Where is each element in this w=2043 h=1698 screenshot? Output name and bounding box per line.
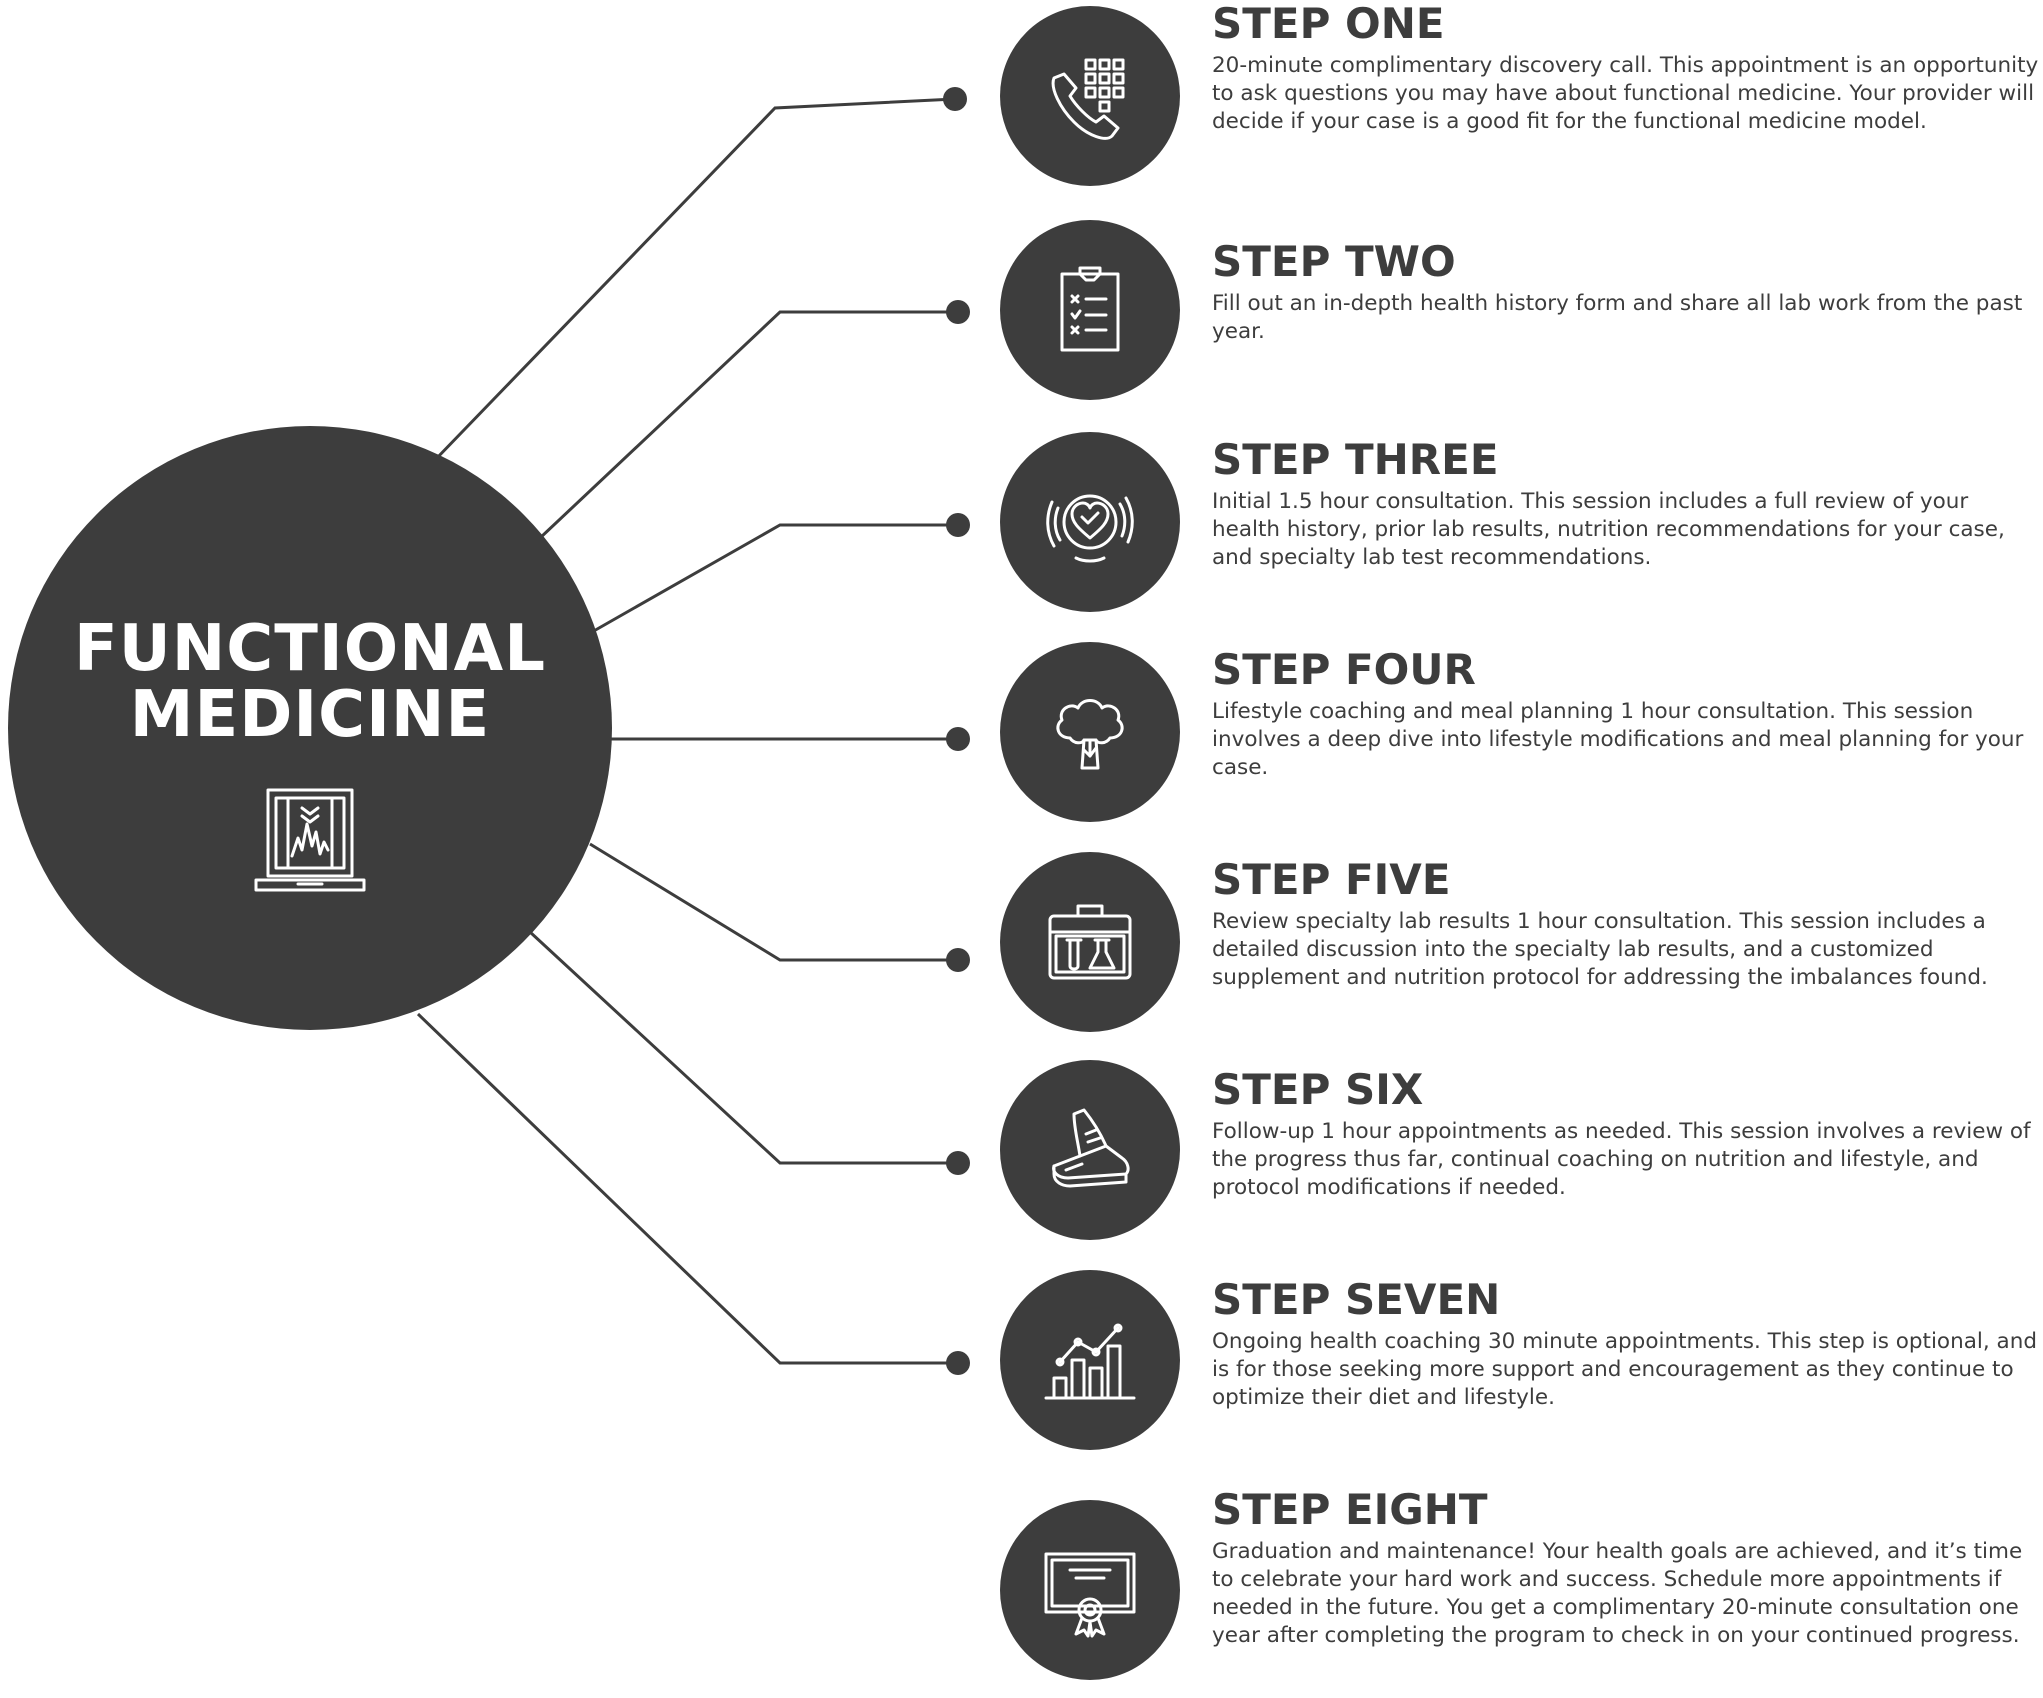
connector-step-one xyxy=(433,97,956,462)
broccoli-icon xyxy=(1056,699,1124,770)
step-five-title: STEP FIVE xyxy=(1212,855,1451,904)
connector-dot-six xyxy=(946,1151,970,1175)
step-seven-text: STEP SEVEN Ongoing health coaching 30 mi… xyxy=(1212,1276,2042,1412)
lab-kit-icon xyxy=(1048,904,1132,980)
growth-chart-icon xyxy=(1044,1323,1136,1400)
step-five-circle xyxy=(1000,852,1180,1032)
step-six-description: Follow-up 1 hour appointments as needed.… xyxy=(1212,1119,2031,1200)
step-four-circle xyxy=(1000,642,1180,822)
step-three-title: STEP THREE xyxy=(1212,435,1499,484)
step-two-text: STEP TWO Fill out an in-depth health his… xyxy=(1212,238,2042,346)
laptop-chart-icon xyxy=(254,788,366,892)
step-seven-circle xyxy=(1000,1270,1180,1450)
step-one-text: STEP ONE 20-minute complimentary discove… xyxy=(1212,0,2042,136)
step-eight-text: STEP EIGHT Graduation and maintenance! Y… xyxy=(1212,1486,2042,1650)
connector-step-six xyxy=(528,930,958,1165)
step-one-description: 20-minute complimentary discovery call. … xyxy=(1212,53,2039,134)
step-six-title: STEP SIX xyxy=(1212,1065,1424,1114)
functional-medicine-hub: FUNCTIONAL MEDICINE xyxy=(8,426,612,1030)
step-one-circle xyxy=(1000,6,1180,186)
step-six-text: STEP SIX Follow-up 1 hour appointments a… xyxy=(1212,1066,2042,1202)
step-six-circle xyxy=(1000,1060,1180,1240)
connector-dot-one xyxy=(943,87,967,111)
step-seven-description: Ongoing health coaching 30 minute appoin… xyxy=(1212,1329,2037,1410)
step-four-title: STEP FOUR xyxy=(1212,645,1476,694)
step-three-text: STEP THREE Initial 1.5 hour consultation… xyxy=(1212,436,2042,572)
connector-step-two xyxy=(538,310,958,540)
certificate-icon xyxy=(1044,1552,1136,1638)
connector-dot-five xyxy=(946,948,970,972)
step-eight-description: Graduation and maintenance! Your health … xyxy=(1212,1539,2023,1648)
connector-dot-two xyxy=(946,300,970,324)
step-seven-title: STEP SEVEN xyxy=(1212,1275,1501,1324)
connector-step-three xyxy=(591,523,958,634)
connector-dot-four xyxy=(946,727,970,751)
heart-check-icon xyxy=(1046,494,1134,563)
step-three-circle xyxy=(1000,432,1180,612)
connector-step-five xyxy=(589,842,958,962)
step-eight-title: STEP EIGHT xyxy=(1212,1485,1488,1534)
step-one-title: STEP ONE xyxy=(1212,0,1445,48)
step-two-description: Fill out an in-depth health history form… xyxy=(1212,291,2023,344)
hub-title: FUNCTIONAL MEDICINE xyxy=(8,616,612,748)
step-eight-circle xyxy=(1000,1500,1180,1680)
hub-title-line1: FUNCTIONAL xyxy=(74,612,546,686)
connector-step-seven xyxy=(416,1012,958,1365)
step-two-title: STEP TWO xyxy=(1212,237,1456,286)
step-two-circle xyxy=(1000,220,1180,400)
step-four-description: Lifestyle coaching and meal planning 1 h… xyxy=(1212,699,2024,780)
step-three-description: Initial 1.5 hour consultation. This sess… xyxy=(1212,489,2005,570)
hub-title-line2: MEDICINE xyxy=(129,678,491,752)
step-five-description: Review specialty lab results 1 hour cons… xyxy=(1212,909,1988,990)
phone-keypad-icon xyxy=(1051,58,1125,140)
step-five-text: STEP FIVE Review specialty lab results 1… xyxy=(1212,856,2042,992)
connector-dot-seven xyxy=(946,1351,970,1375)
clipboard-checklist-icon xyxy=(1060,266,1120,352)
sneaker-icon xyxy=(1052,1108,1130,1188)
connector-dot-three xyxy=(946,513,970,537)
step-four-text: STEP FOUR Lifestyle coaching and meal pl… xyxy=(1212,646,2042,782)
